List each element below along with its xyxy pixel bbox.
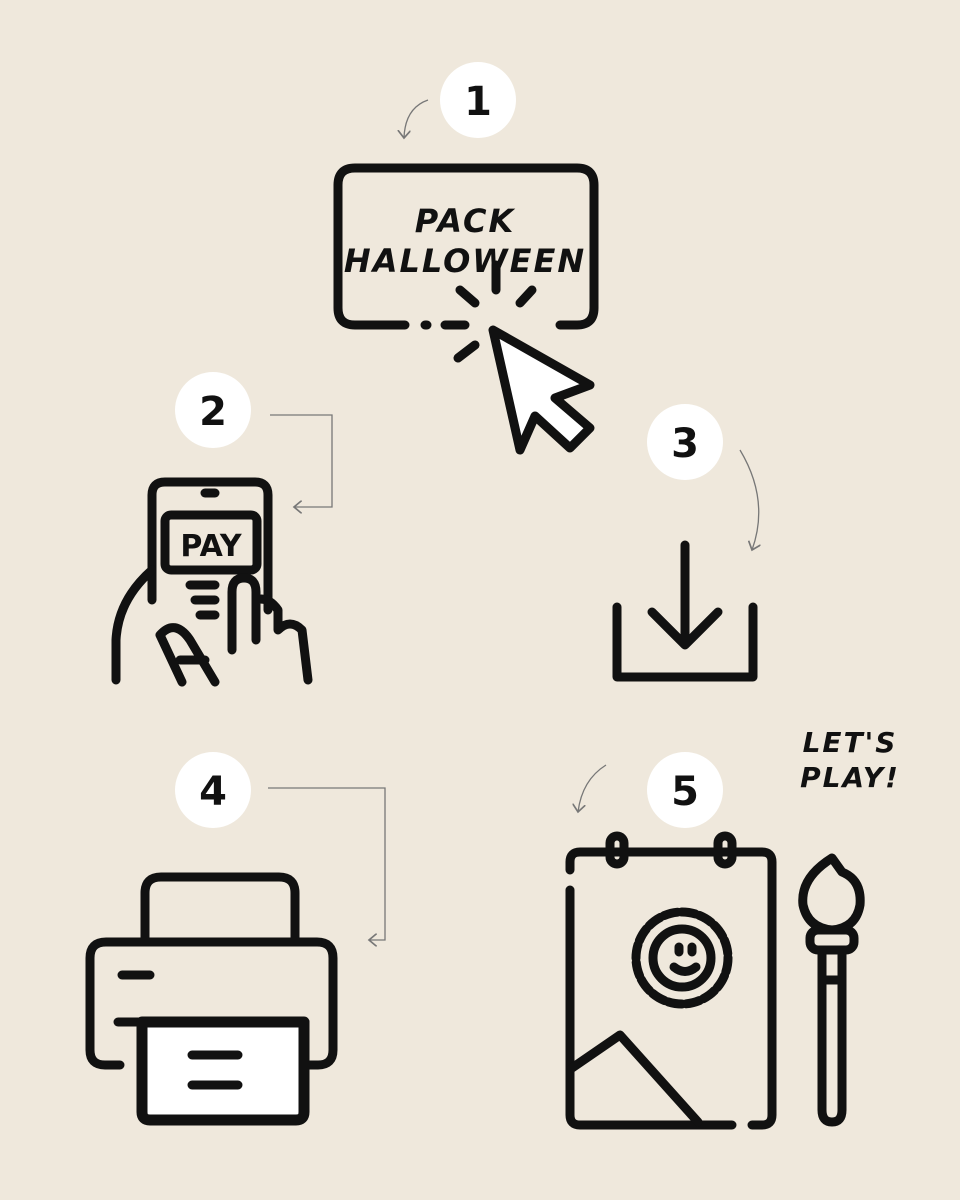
sketchbook-icon (565, 831, 777, 1130)
step-3-number: 3 (671, 421, 699, 467)
step-5-number: 5 (671, 769, 699, 815)
step-1-number: 1 (464, 79, 492, 125)
arrow-to-step-2-icon (270, 414, 333, 507)
arrow-to-step-3-icon (739, 449, 759, 550)
play-label: PLAY! (800, 761, 900, 794)
step-2-number: 2 (199, 389, 227, 435)
step-4-number: 4 (199, 769, 227, 815)
lets-label: LET'S (803, 726, 898, 759)
step-3-badge: 3 (647, 404, 723, 480)
halloween-label: HALLOWEEN (344, 242, 586, 280)
paintbrush-icon (798, 853, 865, 1127)
arrow-to-step-5-icon (578, 764, 607, 812)
arrow-to-step-4-icon (268, 787, 386, 940)
step-4-badge: 4 (175, 752, 251, 828)
step-2-badge: 2 (175, 372, 251, 448)
step-5-badge: 5 (647, 752, 723, 828)
step-1-badge: 1 (440, 62, 516, 138)
printer-icon (85, 872, 338, 1126)
arrow-to-step-1-icon (404, 99, 429, 138)
pack-button-icon: PACK HALLOWEEN (333, 163, 599, 455)
download-icon (612, 540, 758, 682)
pay-label: PAY (180, 529, 243, 564)
phone-pay-icon: PAY (111, 477, 313, 687)
pack-label: PACK (415, 202, 516, 240)
